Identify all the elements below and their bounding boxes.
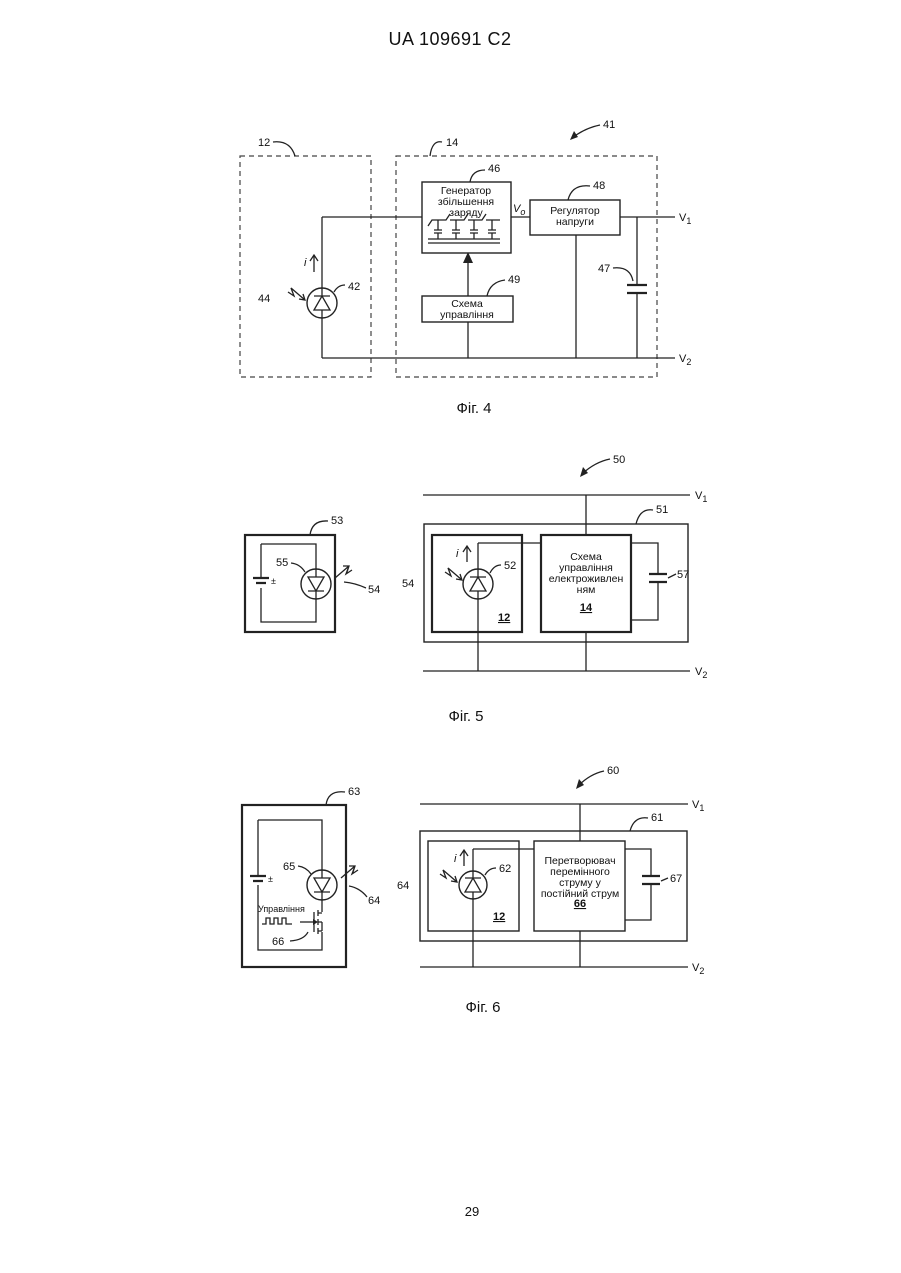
fig5-ref-51: 51 (656, 504, 668, 516)
fig6-v1-label: V1 (692, 799, 704, 813)
fig6-pulse-train (262, 918, 292, 924)
fig6-ref-64-out: 64 (368, 895, 380, 907)
fig4-capacitor-plates (627, 285, 647, 293)
fig4-ref-46: 46 (488, 163, 500, 175)
fig5-leader-51 (636, 510, 653, 524)
fig6-leader-65 (298, 866, 311, 874)
fig6-caption: Фіг. 6 (465, 999, 500, 1016)
fig6-light-out-arrow (341, 866, 358, 878)
fig4-regulator-line-2: напруги (556, 216, 594, 228)
fig5-battery-sign: ± (271, 576, 276, 586)
fig4-control-line-2: управління (440, 309, 494, 321)
fig4-leader-49 (487, 280, 505, 296)
fig4-vo-label: Vo (513, 203, 525, 217)
fig5-ref-54-in: 54 (402, 578, 414, 590)
fig6-ref-63: 63 (348, 786, 360, 798)
fig4-v2-label: V2 (679, 353, 691, 367)
fig4-leader-47 (613, 268, 633, 281)
fig5-ref-55: 55 (276, 557, 288, 569)
fig5-ref-53: 53 (331, 515, 343, 527)
fig6-ref-67: 67 (670, 873, 682, 885)
fig6-ref-64-in: 64 (397, 880, 409, 892)
fig5-ref-52: 52 (504, 560, 516, 572)
fig6-ref-66: 66 (272, 936, 284, 948)
fig4-arrowhead-41 (570, 131, 578, 140)
fig5-battery (253, 578, 269, 583)
fig5-ref-54-out: 54 (368, 584, 380, 596)
fig4-current-label: i (304, 257, 307, 269)
fig6-battery (250, 876, 266, 881)
fig5-power-ref: 14 (580, 602, 593, 614)
fig5-leader-53 (310, 521, 328, 535)
fig5-caption: Фіг. 5 (448, 708, 483, 725)
fig5-leader-54 (344, 582, 366, 588)
figure-4: 12 14 41 i 44 42 Генератор збільшення за (240, 119, 691, 417)
fig6-leader-63 (326, 792, 345, 805)
fig4-ref-12: 12 (258, 137, 270, 149)
fig4-leader-14 (430, 142, 442, 156)
fig6-pd-box-label: 12 (493, 911, 505, 923)
fig4-ref-42: 42 (348, 281, 360, 293)
fig5-light-out-arrow (335, 566, 352, 578)
fig6-converter-ref: 66 (574, 898, 586, 910)
fig6-leader-66 (290, 932, 308, 941)
fig6-leader-64 (349, 886, 367, 897)
fig4-caption: Фіг. 4 (456, 400, 491, 417)
fig4-leader-48 (568, 186, 590, 200)
fig5-pd-box-label: 12 (498, 612, 510, 624)
fig4-ref-47: 47 (598, 263, 610, 275)
fig4-light-arrow (288, 288, 305, 300)
fig6-ref-62: 62 (499, 863, 511, 875)
fig4-ref-41: 41 (603, 119, 615, 131)
page-number: 29 (465, 1204, 479, 1219)
fig6-v2-label: V2 (692, 962, 704, 976)
fig4-current-arrow (310, 255, 318, 272)
fig6-arrowhead-60 (576, 779, 584, 789)
fig4-ref-48: 48 (593, 180, 605, 192)
fig5-leader-55 (291, 563, 305, 572)
fig4-v1-label: V1 (679, 212, 691, 226)
fig5-v1-label: V1 (695, 490, 707, 504)
fig4-leader-42 (334, 285, 345, 292)
fig5-ref-57: 57 (677, 569, 689, 581)
fig5-ref-50: 50 (613, 454, 625, 466)
fig5-v2-label: V2 (695, 666, 707, 680)
fig6-ref-61: 61 (651, 812, 663, 824)
fig6-leader-61 (630, 818, 648, 831)
fig6-ref-65: 65 (283, 861, 295, 873)
fig6-battery-sign: ± (268, 874, 273, 884)
fig5-arrowhead-50 (580, 467, 588, 477)
figure-6: V1 V2 60 61 12 Перетворювач перемінного … (242, 765, 704, 1016)
fig4-ref-14: 14 (446, 137, 458, 149)
fig4-ref-44: 44 (258, 293, 270, 305)
patent-header: UA 109691 C2 (388, 29, 511, 49)
fig5-power-line-4: ням (577, 584, 596, 596)
fig6-control-label: Управління (258, 904, 305, 914)
fig6-ref-60: 60 (607, 765, 619, 777)
fig4-ref-49: 49 (508, 274, 520, 286)
fig4-leader-12 (273, 142, 295, 156)
figure-5: V1 V2 50 51 12 Схема управління електрож… (245, 454, 707, 725)
fig4-leader-46 (470, 170, 485, 182)
